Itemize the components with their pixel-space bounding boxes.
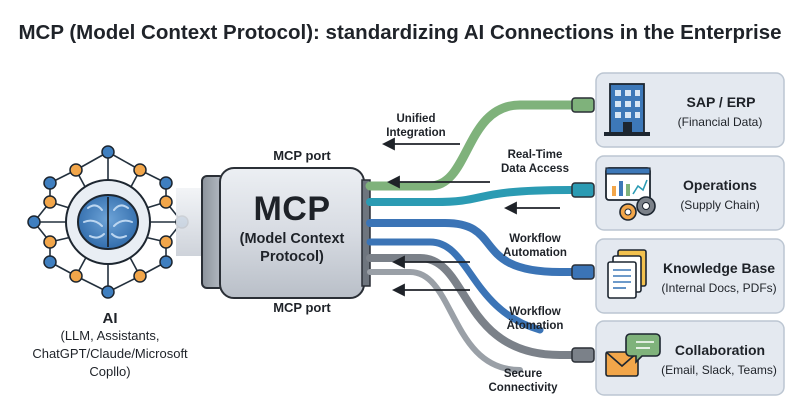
network-node bbox=[27, 215, 41, 229]
email-chat-icon bbox=[605, 333, 661, 377]
flow-label-secure-connectivity: Secure Connectivity bbox=[478, 367, 568, 395]
flow-label-line: Unified bbox=[396, 113, 436, 125]
network-node bbox=[69, 163, 83, 177]
network-node bbox=[101, 285, 115, 299]
network-node bbox=[43, 235, 57, 249]
flow-label-line: Data Access bbox=[501, 163, 569, 175]
brain-icon bbox=[65, 179, 151, 265]
arrow-head bbox=[381, 137, 395, 151]
network-node bbox=[101, 145, 115, 159]
network-node bbox=[159, 235, 173, 249]
flow-label-line: Workflow bbox=[509, 306, 561, 318]
flow-label-line: Real-Time bbox=[507, 149, 563, 161]
cable-secure-connectivity-outer bbox=[367, 269, 523, 373]
cable-plug bbox=[571, 97, 595, 113]
ai-description-line2: ChatGPT/Claude/Microsoft bbox=[32, 346, 188, 361]
flow-label-line: Automation bbox=[503, 247, 567, 259]
card-operations-title: Operations bbox=[683, 177, 757, 193]
card-sap-erp-subtitle: (Financial Data) bbox=[677, 115, 763, 129]
flow-label-line: Integration bbox=[386, 127, 446, 139]
mcp-label: MCP bbox=[253, 190, 331, 228]
network-node bbox=[43, 195, 57, 209]
card-collaboration-title: Collaboration bbox=[674, 342, 766, 358]
network-node bbox=[69, 269, 83, 283]
building-icon bbox=[604, 83, 650, 136]
arrow-head bbox=[391, 255, 405, 269]
cable-workflow-automation-lower bbox=[366, 238, 544, 334]
mcp-subtitle: (Model Context Protocol) bbox=[222, 230, 362, 266]
cable-plug bbox=[571, 347, 595, 363]
mcp-subtitle-line1: (Model Context bbox=[239, 231, 345, 247]
cable-real-time-data-access bbox=[366, 186, 589, 206]
network-node bbox=[159, 195, 173, 209]
network-node bbox=[133, 269, 147, 283]
cable-unified-integration bbox=[365, 100, 590, 191]
flow-label-real-time-data-access: Real-Time Data Access bbox=[490, 148, 580, 176]
network-node bbox=[43, 255, 57, 269]
documents-icon bbox=[607, 249, 647, 299]
arrow-head bbox=[386, 175, 400, 189]
flow-label-line: Connectivity bbox=[488, 382, 558, 394]
mcp-port-bottom-label: MCP port bbox=[273, 300, 331, 315]
card-sap-erp-title: SAP / ERP bbox=[686, 94, 756, 110]
cable-secure-connectivity bbox=[366, 254, 589, 359]
card-knowledge-base-title: Knowledge Base bbox=[662, 260, 776, 276]
arrow-head bbox=[391, 283, 405, 297]
cable-workflow-automation bbox=[366, 219, 589, 276]
ai-description: (LLM, Assistants, ChatGPT/Claude/Microso… bbox=[10, 327, 210, 381]
cable-plug bbox=[571, 264, 595, 280]
network-node bbox=[159, 176, 173, 190]
card-operations-subtitle: (Supply Chain) bbox=[680, 198, 760, 212]
ai-description-line1: (LLM, Assistants, bbox=[60, 328, 160, 343]
flow-label-unified-integration: Unified Integration bbox=[376, 112, 456, 140]
page-title: MCP (Model Context Protocol): standardiz… bbox=[18, 21, 782, 44]
flow-label-workflow-automation: Workflow Automation bbox=[492, 232, 578, 260]
mcp-port-top-label: MCP port bbox=[273, 148, 331, 163]
arrow-head bbox=[503, 201, 517, 215]
network-node bbox=[133, 163, 147, 177]
flow-label-workflow-automation-lower: Workflow Ätomation bbox=[492, 305, 578, 333]
flow-label-line: Ätomation bbox=[506, 320, 564, 332]
network-node bbox=[43, 176, 57, 190]
cable-plug bbox=[571, 182, 595, 198]
network-node bbox=[159, 255, 173, 269]
ai-description-line3: Copllo) bbox=[89, 364, 131, 379]
flow-label-line: Secure bbox=[503, 368, 543, 380]
dashboard-gears-icon bbox=[605, 167, 656, 221]
mcp-connector bbox=[201, 167, 371, 299]
card-knowledge-base-subtitle: (Internal Docs, PDFs) bbox=[661, 281, 777, 295]
flow-label-line: Workflow bbox=[509, 233, 561, 245]
ai-label: AI bbox=[102, 310, 118, 327]
mcp-subtitle-line2: Protocol) bbox=[260, 249, 324, 265]
card-collaboration-subtitle: (Email, Slack, Teams) bbox=[661, 363, 777, 377]
